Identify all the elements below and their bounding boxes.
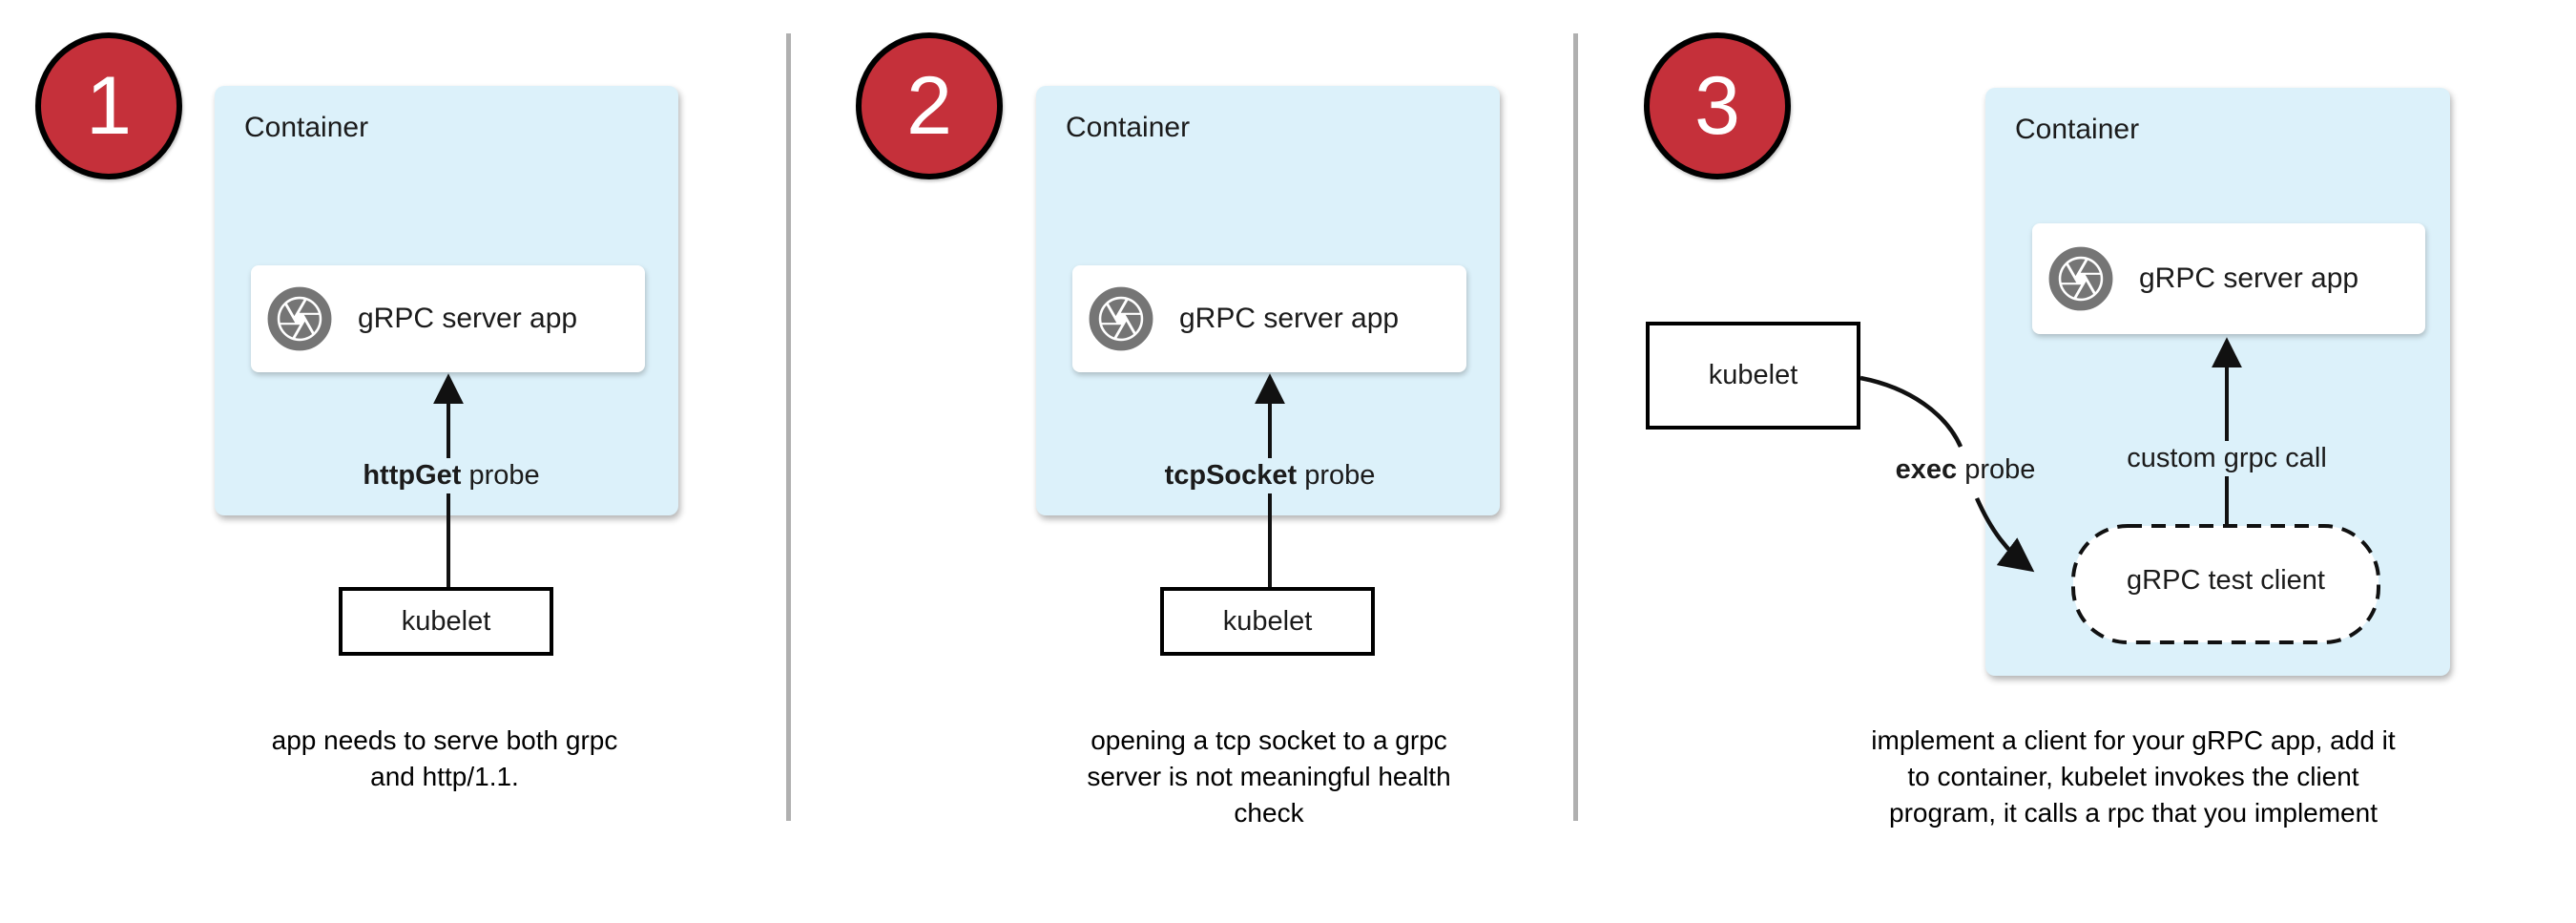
probe-label-1: httpGet probe <box>353 458 550 493</box>
probe-label-2: tcpSocket probe <box>1154 458 1385 493</box>
caption-1: app needs to serve both grpc and http/1.… <box>271 725 618 791</box>
step-badge-3: 3 <box>1644 32 1791 179</box>
aperture-icon <box>1089 286 1153 351</box>
kubelet-label: kubelet <box>1222 605 1313 637</box>
caption-2: opening a tcp socket to a grpc server is… <box>1087 725 1451 828</box>
probe-label-3: exec probe <box>1895 454 2036 485</box>
container-label: Container <box>1066 112 1191 143</box>
grpc-server-app-label: gRPC server app <box>358 303 578 334</box>
container-label: Container <box>2015 114 2140 145</box>
grpc-server-app-box-3: gRPC server app <box>2032 223 2425 334</box>
grpc-server-app-box-2: gRPC server app <box>1072 265 1466 372</box>
kubelet-box-3: kubelet <box>1646 322 1860 430</box>
aperture-icon <box>2048 246 2113 311</box>
kubelet-label: kubelet <box>1708 360 1798 390</box>
kubelet-box-2: kubelet <box>1160 587 1375 656</box>
step-number: 1 <box>86 60 132 152</box>
caption-3: implement a client for your gRPC app, ad… <box>1871 725 2396 828</box>
kubelet-box-1: kubelet <box>339 587 553 656</box>
panel-divider-1 <box>786 33 791 821</box>
aperture-icon <box>267 286 332 351</box>
grpc-server-app-label: gRPC server app <box>2139 262 2359 294</box>
step-number: 3 <box>1694 60 1740 152</box>
panel-divider-2 <box>1573 33 1578 821</box>
step-badge-2: 2 <box>856 32 1003 179</box>
kubelet-label: kubelet <box>401 605 491 637</box>
step-number: 2 <box>906 60 952 152</box>
container-label: Container <box>244 112 369 143</box>
grpc-test-client-label: gRPC test client <box>2127 565 2325 596</box>
exec-probe-arrow-upper <box>1859 375 1963 448</box>
custom-grpc-call-label: custom grpc call <box>2117 441 2337 476</box>
step-badge-1: 1 <box>35 32 182 179</box>
grpc-server-app-label: gRPC server app <box>1179 303 1400 334</box>
grpc-server-app-box-1: gRPC server app <box>251 265 645 372</box>
